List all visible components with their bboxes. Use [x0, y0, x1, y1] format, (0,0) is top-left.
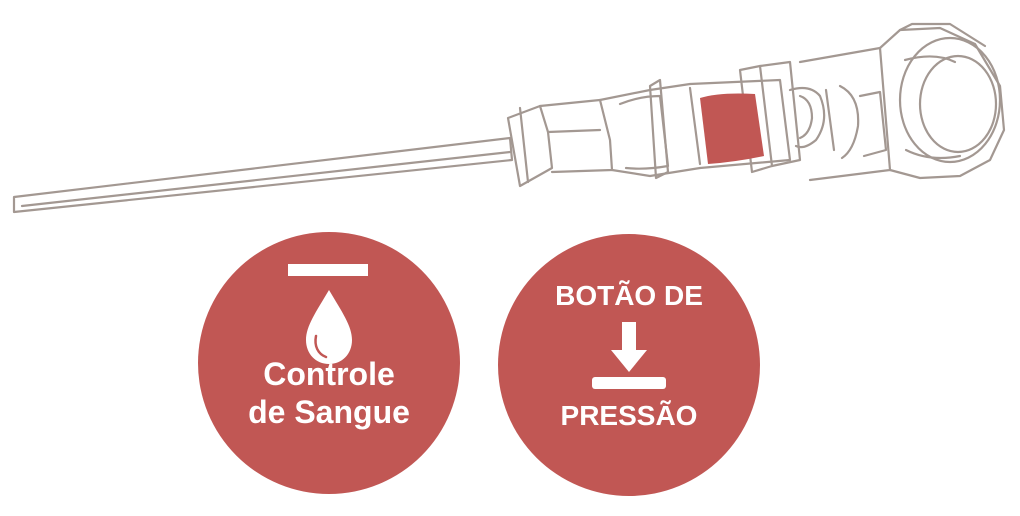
blood-control-label-line2: de Sangue — [248, 394, 410, 430]
blood-drop-icon — [288, 264, 368, 364]
iv-catheter-illustration — [12, 22, 1006, 214]
push-button-label-line1: BOTÃO DE — [555, 280, 703, 311]
push-button-label-line2: PRESSÃO — [560, 400, 698, 431]
blood-control-badge: Controle de Sangue — [198, 232, 460, 494]
blood-control-label-line1: Controle — [263, 356, 395, 392]
push-button-badge: BOTÃO DE PRESSÃO — [498, 234, 760, 496]
down-arrow-press-icon — [592, 322, 666, 389]
